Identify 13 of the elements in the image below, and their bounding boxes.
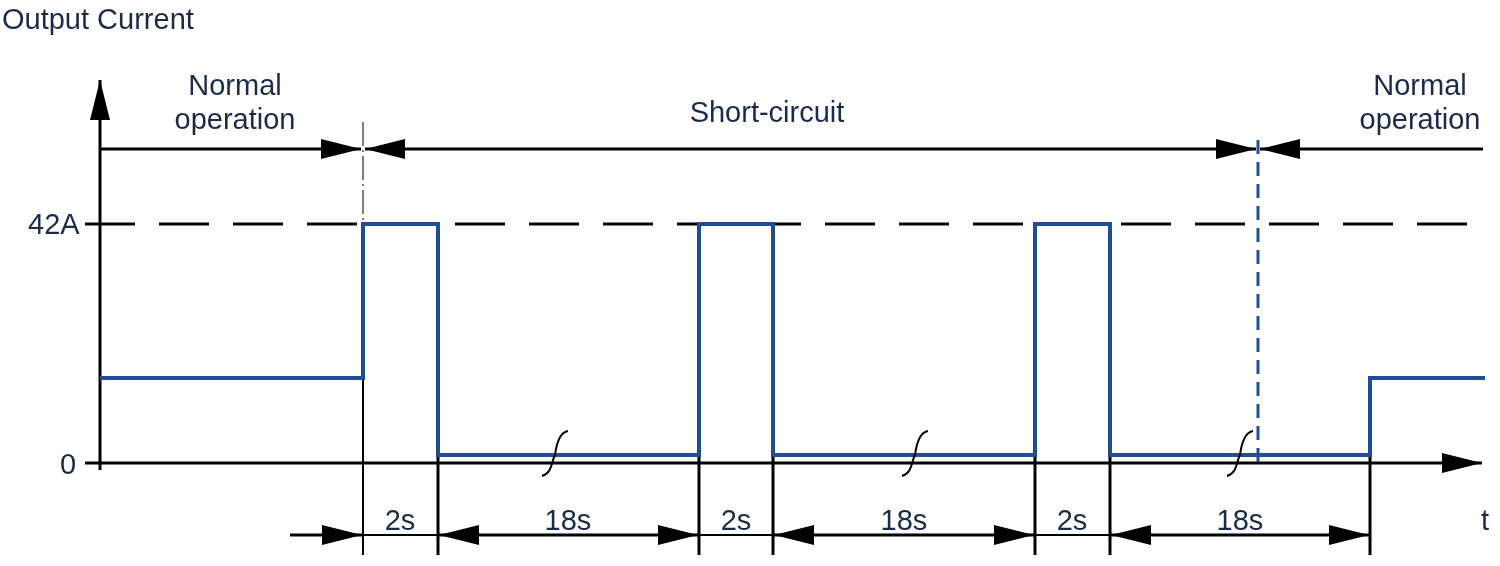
tick-label: 0 <box>60 447 77 481</box>
tick-label: 42A <box>28 207 80 241</box>
phase-label: Normal operation <box>173 68 297 136</box>
duration-label: 2s <box>1056 503 1088 537</box>
duration-label: 18s <box>1216 503 1264 537</box>
phase-label: Normal operation <box>1358 68 1482 136</box>
phase-label: Short-circuit <box>689 95 845 129</box>
duration-label: 18s <box>880 503 928 537</box>
duration-label: 18s <box>544 503 592 537</box>
axis-label: t <box>1481 503 1490 537</box>
axis-title: Output Current <box>2 2 194 36</box>
duration-label: 2s <box>384 503 416 537</box>
duration-label: 2s <box>720 503 752 537</box>
